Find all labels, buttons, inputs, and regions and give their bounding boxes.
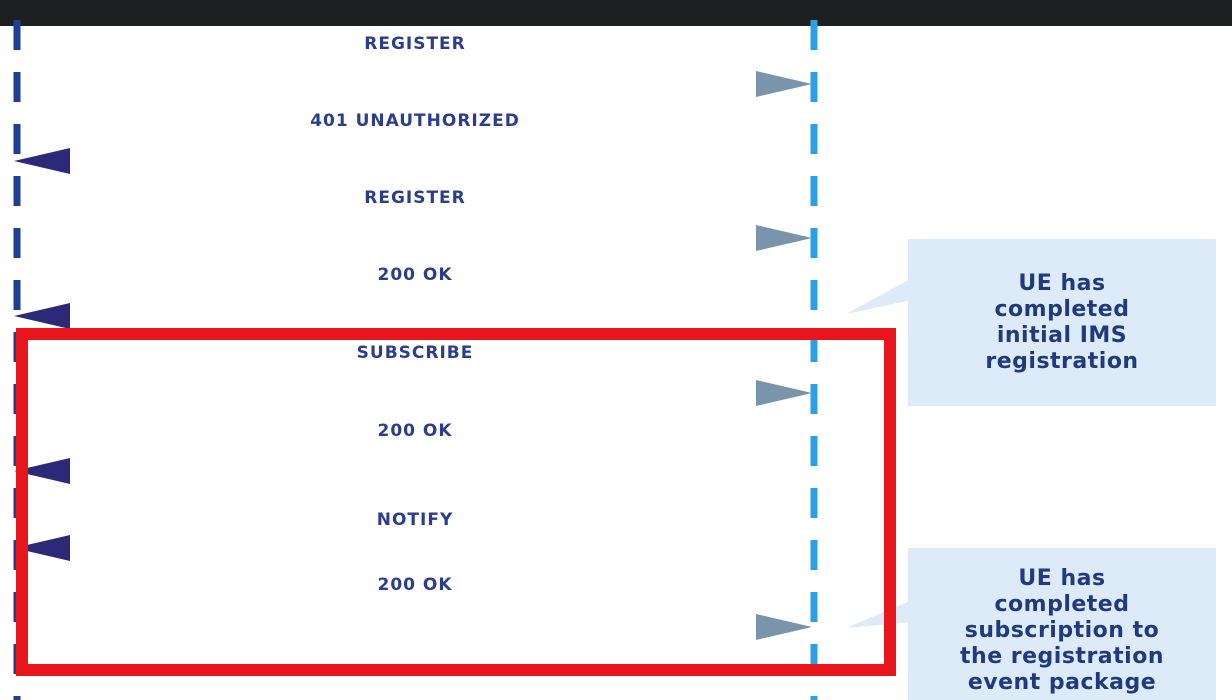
message-label: REGISTER: [364, 188, 466, 208]
registration-callout-pointer: [846, 278, 912, 314]
message-label: SUBSCRIBE: [356, 343, 474, 363]
arrowhead: [14, 458, 70, 484]
callout-line: the registration: [960, 644, 1164, 669]
message-label: 200 OK: [377, 265, 453, 285]
message-label: 200 OK: [377, 421, 453, 441]
arrowhead: [756, 71, 812, 97]
message-label: NOTIFY: [376, 510, 454, 530]
message-arrows: [14, 71, 812, 640]
arrowhead: [756, 380, 812, 406]
callout-line: event package: [967, 670, 1157, 695]
callout-line: completed: [994, 592, 1130, 617]
arrowhead: [14, 148, 70, 174]
highlight-box: [16, 328, 896, 676]
message-label: 200 OK: [377, 575, 453, 595]
callout-line: UE has: [1018, 270, 1106, 296]
arrowhead: [14, 535, 70, 561]
registration-callout: UE has completed initial IMS registratio…: [908, 239, 1216, 406]
message-label: REGISTER: [364, 34, 466, 54]
callout-line: subscription to: [964, 618, 1160, 643]
subscription-callout: UE has completed subscription to the reg…: [908, 548, 1216, 700]
callout-line: registration: [985, 348, 1139, 374]
message-label: 401 UNAUTHORIZED: [310, 111, 520, 131]
callout-line: UE has: [1018, 566, 1106, 591]
arrowhead: [756, 225, 812, 251]
arrowhead: [756, 614, 812, 640]
callout-line: completed: [994, 296, 1130, 322]
top-bar: [0, 0, 1232, 26]
callout-line: initial IMS: [996, 322, 1128, 348]
arrowhead: [14, 303, 70, 329]
